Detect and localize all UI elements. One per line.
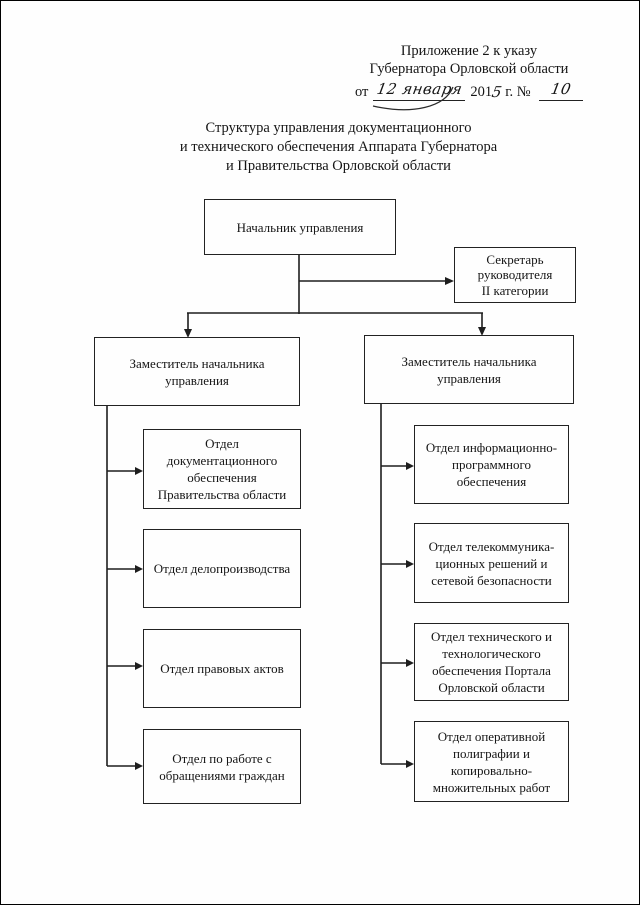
node-deputy-left: Заместитель начальника управления — [94, 337, 300, 406]
node-head-of-department: Начальник управления — [204, 199, 396, 255]
year-typed: 201 — [470, 84, 493, 100]
handwritten-number: 10 — [548, 80, 573, 98]
node-dept-printing: Отдел оперативной полиграфии и копировал… — [414, 721, 569, 802]
header-requisites: Приложение 2 к указу Губернатора Орловск… — [349, 42, 589, 101]
node-dept-documentation: Отдел документационного обеспечения Прав… — [143, 429, 301, 509]
node-dept-records: Отдел делопроизводства — [143, 529, 301, 608]
date-prefix: от — [355, 84, 369, 100]
handwritten-year-digit: 5 — [490, 83, 504, 101]
title-line-1: Структура управления документационного — [205, 120, 472, 136]
node-dept-legal-acts: Отдел правовых актов — [143, 629, 301, 708]
header-line-2: Губернатора Орловской области — [369, 61, 569, 77]
document-title: Структура управления документационного и… — [86, 119, 591, 176]
number-blank: 10 — [538, 80, 583, 101]
header-line-1: Приложение 2 к указу — [400, 43, 538, 59]
handwritten-date: 12 января — [375, 80, 464, 98]
node-dept-telecom: Отдел телекоммуника- ционных решений и с… — [414, 523, 569, 603]
node-deputy-right: Заместитель начальника управления — [364, 335, 574, 404]
after-year-label: г. № — [505, 84, 531, 100]
node-secretary: Секретарь руководителя II категории — [454, 247, 576, 303]
node-dept-portal: Отдел технического и технологического об… — [414, 623, 569, 701]
node-dept-software: Отдел информационно- программного обеспе… — [414, 425, 569, 504]
title-line-3: и Правительства Орловской области — [226, 158, 451, 174]
title-line-2: и технического обеспечения Аппарата Губе… — [179, 139, 498, 155]
date-blank: 12 января — [373, 80, 466, 101]
node-dept-citizen-appeals: Отдел по работе с обращениями граждан — [143, 729, 301, 804]
